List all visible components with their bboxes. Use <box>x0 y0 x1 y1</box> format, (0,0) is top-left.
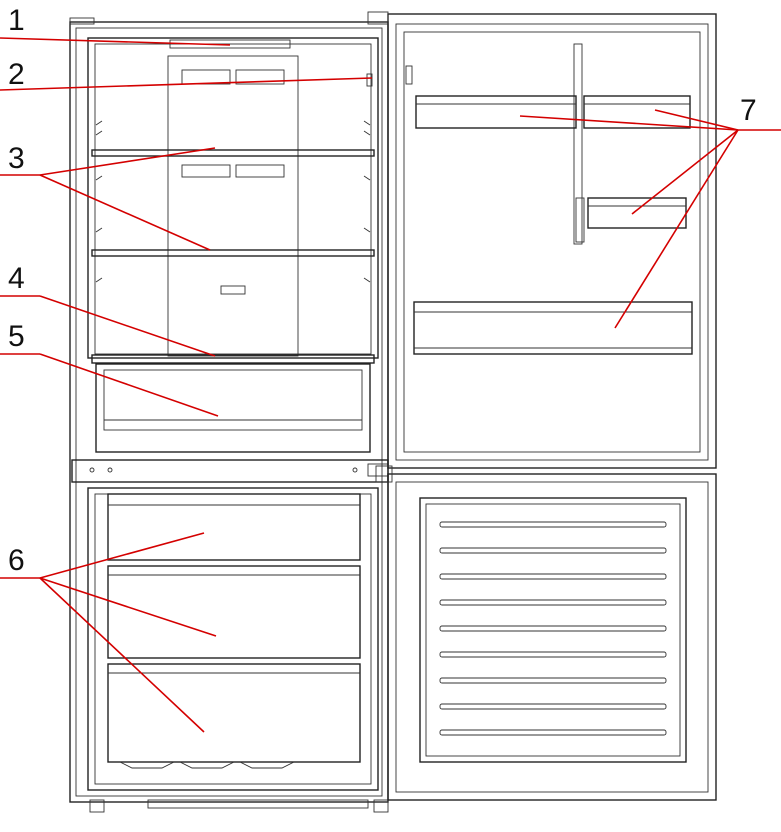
leader-line-7 <box>614 129 739 329</box>
freezer-compartment <box>87 487 379 791</box>
callout-6: 6 <box>8 544 25 577</box>
freezer-drawer <box>107 565 361 659</box>
door-balcony <box>413 301 693 355</box>
leader-line-4 <box>39 295 216 357</box>
glass-shelf <box>91 149 375 157</box>
leader-line-7 <box>654 109 739 131</box>
leader-line-6 <box>39 577 205 733</box>
glass-shelf <box>91 249 375 257</box>
callout-1: 1 <box>8 4 25 37</box>
compartment-divider <box>71 459 389 483</box>
leader-line-6 <box>39 577 217 637</box>
leader-line-3 <box>39 147 216 176</box>
door-balcony <box>587 197 687 229</box>
callout-5: 5 <box>8 320 25 353</box>
fridge-door <box>367 11 717 469</box>
leader-line-1 <box>0 37 231 46</box>
callout-2: 2 <box>8 58 25 91</box>
freezer-drawer <box>107 493 361 561</box>
leader-line-5 <box>39 353 219 417</box>
leader-line-6 <box>39 532 205 579</box>
callout-3: 3 <box>8 142 25 175</box>
leader-line-2 <box>0 77 373 91</box>
callout-4: 4 <box>8 262 25 295</box>
rear-air-duct <box>167 55 299 357</box>
door-panel-ribs <box>439 521 667 736</box>
callout-7: 7 <box>740 94 757 127</box>
door-balcony <box>583 95 691 129</box>
cabinet-feet <box>89 799 389 813</box>
leader-line-7 <box>519 115 739 131</box>
leader-line-3 <box>39 174 211 251</box>
freezer-drawer <box>107 663 361 769</box>
fridge-compartment <box>87 37 379 364</box>
leader-line-7 <box>631 129 739 215</box>
crisper-drawer <box>95 363 371 453</box>
freezer-door <box>375 465 717 801</box>
refrigerator-cabinet <box>69 17 389 803</box>
door-balcony <box>415 95 577 129</box>
leader-lines <box>0 37 781 733</box>
